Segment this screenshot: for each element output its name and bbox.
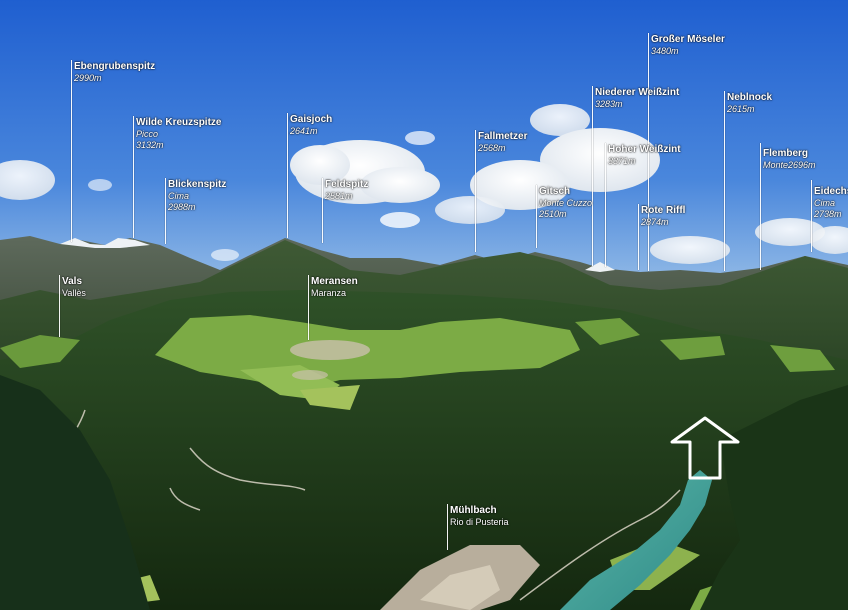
peak-name: Feldspitz xyxy=(325,179,369,190)
peak-elevation: 3283m xyxy=(595,99,623,109)
clouds xyxy=(0,104,848,264)
peak-label: Wilde Kreuzspitze Picco 3132m xyxy=(136,117,221,151)
peak-pointer xyxy=(592,86,593,266)
peak-elevation: 2568m xyxy=(478,143,506,153)
peak-label: Flemberg Monte2696m xyxy=(763,148,816,171)
peak-name: Ebengrubenspitz xyxy=(74,61,156,72)
peak-pointer xyxy=(724,91,725,271)
peak-elevation: 2990m xyxy=(74,73,102,83)
peak-label: Großer Möseler 3480m xyxy=(651,34,725,57)
peak-label: Rote Riffl 2874m xyxy=(641,205,685,228)
peak-elevation: 3371m xyxy=(608,156,636,166)
place-name-italian: Rio di Pusteria xyxy=(450,517,509,527)
place-label: Vals Vallès xyxy=(62,276,86,299)
place-pointer xyxy=(308,275,309,340)
river xyxy=(560,470,712,610)
peak-elevation: Monte2696m xyxy=(763,160,816,170)
peak-elevation: Monte Cuzzo 2510m xyxy=(539,198,593,219)
peak-name: Gaisjoch xyxy=(290,114,333,125)
peak-label: Fallmetzer 2568m xyxy=(478,131,527,154)
peak-label: Neblnock 2615m xyxy=(727,92,772,115)
village-muehlbach xyxy=(380,545,540,610)
peak-elevation: 2581m xyxy=(325,191,353,201)
peak-label: Eidechs Cima 2738m xyxy=(814,186,848,220)
place-name: Vals xyxy=(62,276,83,287)
peak-pointer xyxy=(536,185,537,248)
village-meransen xyxy=(290,340,370,380)
peak-pointer xyxy=(71,60,72,242)
peak-pointer xyxy=(322,178,323,243)
peak-name: Hoher Weißzint xyxy=(608,144,681,155)
place-name: Meransen xyxy=(311,276,358,287)
peak-pointer xyxy=(287,113,288,238)
peak-pointer xyxy=(638,204,639,270)
location-arrow-icon xyxy=(670,416,740,480)
peak-pointer xyxy=(811,180,812,252)
peak-label: Ebengrubenspitz 2990m xyxy=(74,61,155,84)
peak-label: Feldspitz 2581m xyxy=(325,179,368,202)
place-name-italian: Vallès xyxy=(62,288,86,298)
peak-name: Blickenspitz xyxy=(168,179,227,190)
place-name-italian: Maranza xyxy=(311,288,347,298)
peak-label: Hoher Weißzint 3371m xyxy=(608,144,681,167)
peak-elevation: Cima 2738m xyxy=(814,198,842,219)
peak-name: Eidechs xyxy=(814,186,848,197)
peak-name: Rote Riffl xyxy=(641,205,686,216)
peak-elevation: 3480m xyxy=(651,46,679,56)
peak-elevation: 2874m xyxy=(641,217,669,227)
peak-label: Gitsch Monte Cuzzo 2510m xyxy=(539,186,599,220)
peak-name: Gitsch xyxy=(539,186,571,197)
snow-caps xyxy=(60,238,615,272)
place-pointer xyxy=(59,275,60,337)
peak-elevation: 2615m xyxy=(727,104,755,114)
peak-elevation: Picco 3132m xyxy=(136,129,164,150)
peak-pointer xyxy=(475,130,476,252)
peak-name: Großer Möseler xyxy=(651,34,725,45)
peak-name: Flemberg xyxy=(763,148,809,159)
peak-pointer xyxy=(648,33,649,271)
place-pointer xyxy=(447,504,448,550)
peak-elevation: 2641m xyxy=(290,126,318,136)
peak-label: Niederer Weißzint 3283m xyxy=(595,87,679,110)
peak-name: Fallmetzer xyxy=(478,131,528,142)
peak-pointer xyxy=(605,143,606,267)
left-slope xyxy=(0,375,150,610)
peak-pointer xyxy=(760,143,761,270)
place-label: Meransen Maranza xyxy=(311,276,358,299)
peak-label: Gaisjoch 2641m xyxy=(290,114,332,137)
place-name: Mühlbach xyxy=(450,505,497,516)
peak-elevation: Cima 2988m xyxy=(168,191,196,212)
peak-pointer xyxy=(133,116,134,238)
peak-pointer xyxy=(165,178,166,244)
peak-name: Wilde Kreuzspitze xyxy=(136,117,222,128)
peak-name: Neblnock xyxy=(727,92,773,103)
peak-label: Blickenspitz Cima 2988m xyxy=(168,179,226,213)
peak-name: Niederer Weißzint xyxy=(595,87,680,98)
place-label: Mühlbach Rio di Pusteria xyxy=(450,505,509,528)
